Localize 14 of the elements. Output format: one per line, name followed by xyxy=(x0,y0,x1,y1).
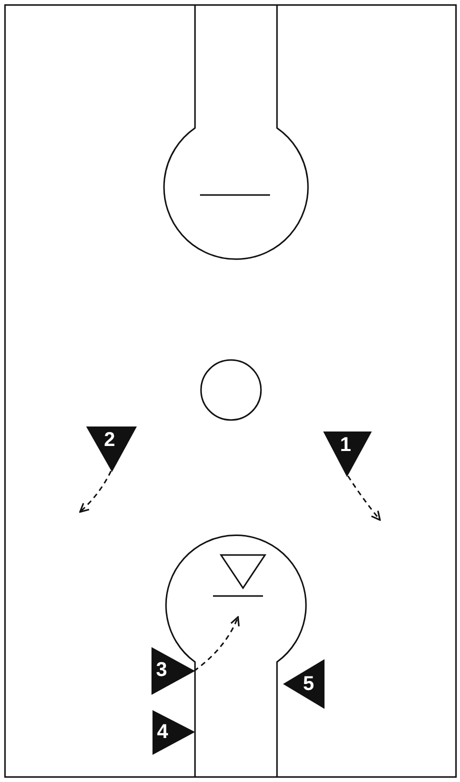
player-marker xyxy=(87,427,136,471)
player-number: 1 xyxy=(340,435,352,455)
movement-arrow xyxy=(194,616,240,672)
player-number: 2 xyxy=(104,430,116,450)
player-number: 3 xyxy=(156,660,168,680)
player-marker xyxy=(324,432,371,476)
player-marker xyxy=(153,711,194,754)
defender-triangle xyxy=(220,554,266,589)
movement-arrow xyxy=(79,470,112,513)
player-marker xyxy=(284,660,324,708)
player-marker xyxy=(152,648,194,694)
movement-arrow xyxy=(347,476,381,521)
player-number: 5 xyxy=(303,674,314,694)
player-number: 4 xyxy=(157,722,168,742)
